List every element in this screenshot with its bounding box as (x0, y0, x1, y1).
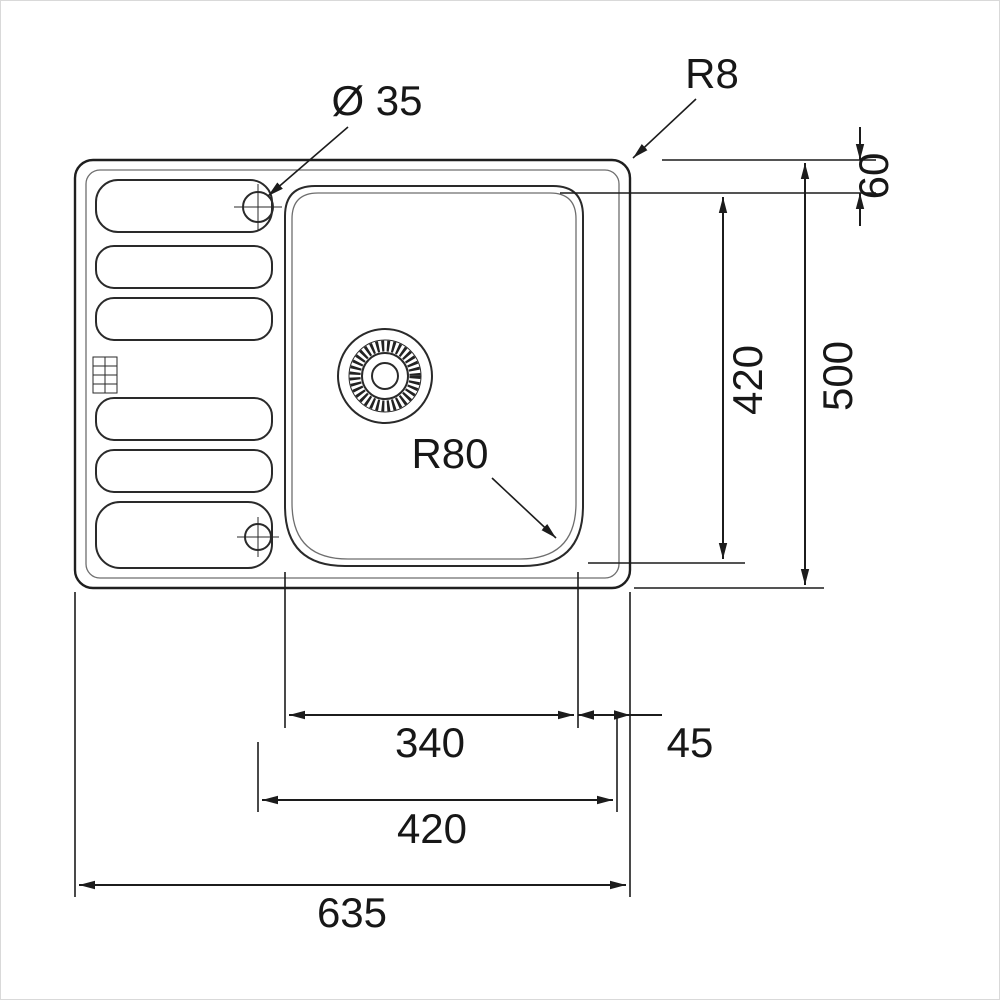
faucet-hole (234, 184, 282, 231)
drainer-bottom-tray (95, 501, 273, 569)
bowl (284, 185, 584, 567)
sink-outer-edge (73, 158, 632, 590)
sink-outline (73, 158, 632, 590)
drainer-grid-detail (92, 356, 118, 394)
offset-top-label: 60 (850, 153, 897, 200)
overall-width-label: 635 (317, 889, 387, 936)
cutout-width-label: 420 (397, 805, 467, 852)
drainer-rib (95, 449, 273, 493)
drainer-board (92, 179, 273, 569)
bowl-width-label: 340 (395, 719, 465, 766)
bowl-outline (284, 185, 584, 567)
drainer-rib (95, 297, 273, 341)
dim-overall-width: 635 (74, 592, 626, 936)
drain-assembly (337, 328, 433, 424)
bowl-corner-radius-label: R80 (411, 430, 488, 477)
dim-offset-top: 60 (560, 127, 897, 226)
dim-bowl-length: 420 (588, 197, 771, 564)
hole-diameter-label: Ø 35 (331, 77, 422, 124)
dim-overall-depth: 500 (634, 163, 861, 589)
drainer-top-tray (95, 179, 273, 233)
overall-depth-label: 500 (814, 341, 861, 411)
offset-right-label: 45 (667, 719, 714, 766)
drainer-rib (95, 397, 273, 441)
dim-offset-right: 45 (578, 592, 713, 897)
sink-inner-rim (85, 169, 620, 579)
drainer-rib (95, 245, 273, 289)
dim-bowl-width: 340 (284, 572, 579, 766)
bowl-length-label: 420 (724, 345, 771, 415)
dim-corner-radius: R8 (632, 50, 739, 159)
dim-bowl-corner-radius: R80 (411, 430, 557, 539)
drain-knurl-ring (349, 340, 421, 412)
bowl-inner-line (291, 192, 577, 560)
corner-radius-label: R8 (685, 50, 739, 97)
overflow-hole (237, 517, 279, 557)
dim-cutout-width: 420 (257, 718, 618, 852)
dim-hole-diameter: Ø 35 (267, 77, 423, 197)
